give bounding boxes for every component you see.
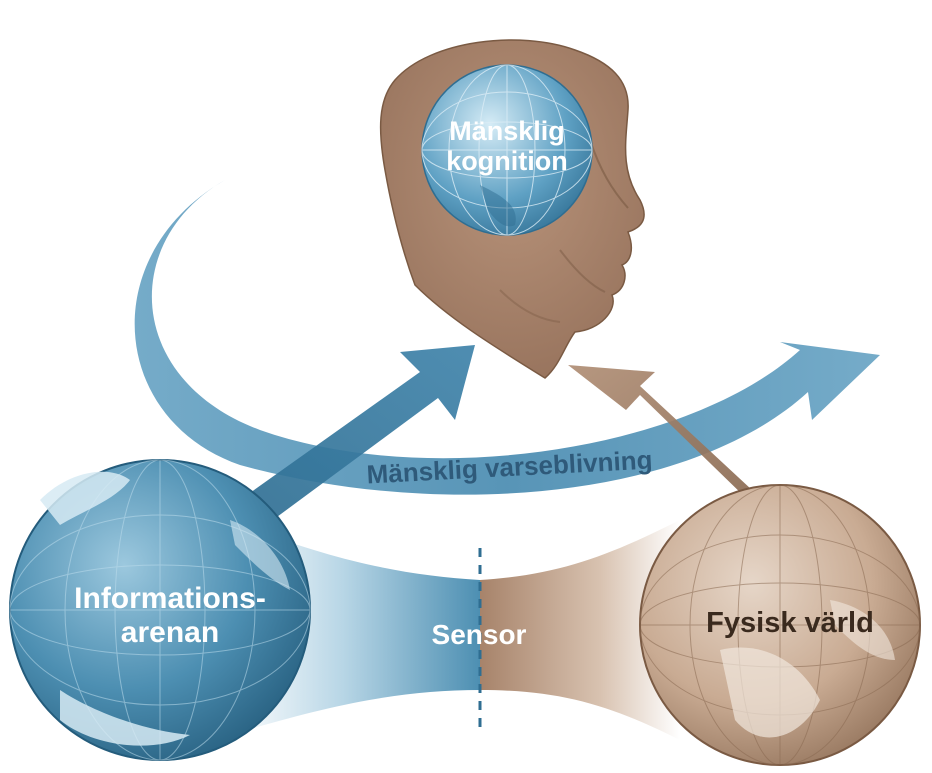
sensor-label: Sensor <box>432 619 527 650</box>
physical-globe-icon: Fysisk värld <box>639 484 921 766</box>
information-label-line2: arenan <box>121 616 219 649</box>
cognition-label-line2: kognition <box>446 146 567 176</box>
physical-to-cognition-arrow <box>568 365 752 500</box>
cognition-label-line1: Mänsklig <box>449 116 565 146</box>
information-to-cognition-arrow <box>240 345 475 528</box>
information-label-line1: Informations- <box>74 582 266 615</box>
brain-globe-icon: Mänsklig kognition <box>421 64 593 236</box>
physical-funnel <box>480 520 680 740</box>
information-globe-icon: Informations- arenan <box>9 459 311 761</box>
perception-arc <box>134 180 880 495</box>
physical-label: Fysisk värld <box>706 607 874 639</box>
